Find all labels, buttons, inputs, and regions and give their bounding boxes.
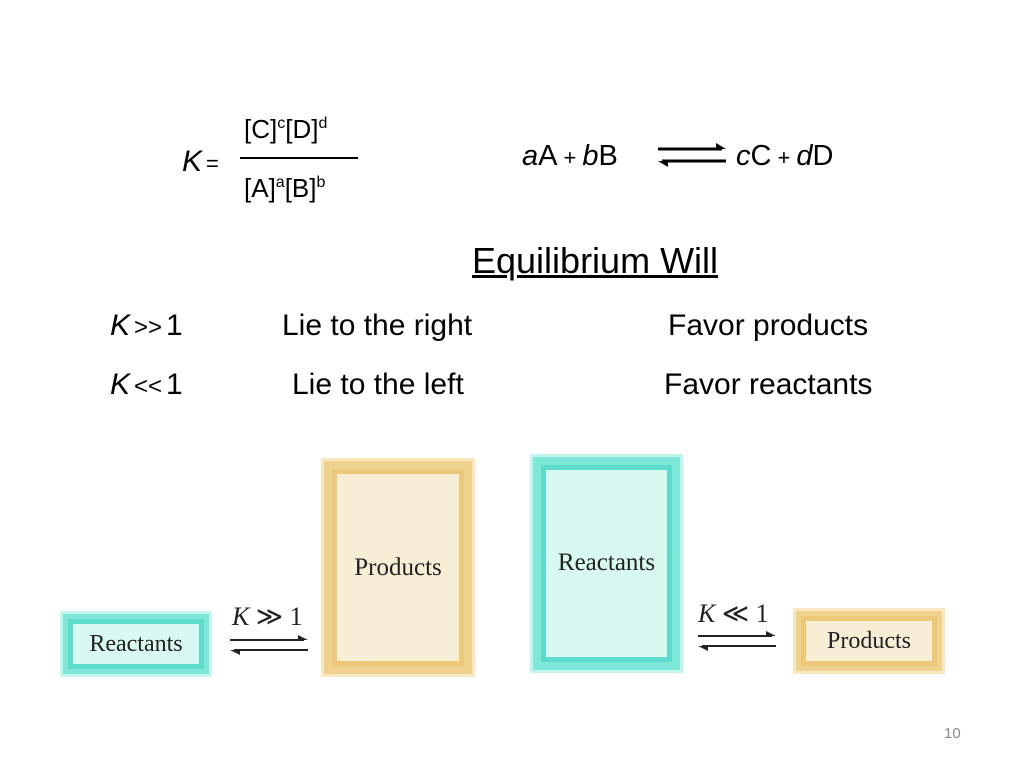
species-d: D: [812, 140, 834, 172]
coef-a: a: [522, 140, 539, 172]
conc-d: [D]: [285, 114, 319, 144]
k-symbol: K: [182, 145, 203, 178]
small-reactants-box: Reactants: [60, 611, 212, 677]
k-symbol: K: [110, 368, 131, 401]
species-a: A: [538, 140, 558, 172]
fraction-denominator: [A]a[B]b: [244, 172, 325, 204]
conc-a: [A]: [244, 173, 276, 203]
exp-c: c: [277, 115, 286, 132]
equilibrium-arrows-icon: [658, 143, 726, 167]
value-one: 1: [289, 602, 303, 631]
value-one: 1: [755, 599, 769, 628]
small-products-label: Products: [801, 616, 937, 666]
coef-d: d: [796, 140, 813, 172]
row-1-favor: Favor products: [668, 309, 869, 342]
small-products-box: Products: [793, 608, 945, 674]
species-c: C: [750, 140, 772, 172]
plus-sign: +: [777, 145, 791, 170]
plus-sign: +: [563, 145, 577, 170]
reaction-reactants: aA+bB: [522, 138, 618, 176]
row-1-lie: Lie to the right: [282, 309, 473, 342]
exp-d: d: [318, 115, 328, 132]
large-reactants-label: Reactants: [541, 465, 672, 662]
value-one: 1: [166, 309, 183, 342]
k-much-less-label: K ≪ 1: [698, 599, 769, 629]
k-symbol: K: [110, 309, 131, 342]
equilibrium-arrows-icon: [230, 635, 308, 655]
conc-b: [B]: [284, 173, 317, 203]
k-much-greater-label: K ≫ 1: [232, 602, 303, 632]
page-number: 10: [944, 725, 961, 742]
large-reactants-box: Reactants: [530, 454, 683, 673]
row-2-favor: Favor reactants: [664, 368, 873, 401]
row-1-condition: K>>1: [110, 308, 183, 346]
reaction-products: cC+dD: [736, 138, 833, 176]
exp-b: b: [316, 174, 326, 191]
coef-b: b: [582, 140, 599, 172]
comparison: <<: [134, 373, 163, 400]
k-expression-lhs: K=: [182, 144, 219, 182]
k-symbol: K: [698, 599, 716, 628]
fraction-numerator: [C]c[D]d: [244, 113, 327, 145]
k-symbol: K: [232, 602, 250, 631]
conc-c: [C]: [244, 114, 278, 144]
row-2-condition: K<<1: [110, 367, 183, 405]
large-products-box: Products: [321, 458, 475, 677]
relation: ≪: [721, 599, 750, 628]
comparison: >>: [134, 314, 163, 341]
coef-c: c: [736, 140, 751, 172]
species-b: B: [598, 140, 618, 172]
equilibrium-heading: Equilibrium Will: [472, 240, 719, 281]
fraction-bar: [240, 157, 358, 159]
value-one: 1: [166, 368, 183, 401]
row-2-lie: Lie to the left: [292, 368, 464, 401]
exp-a: a: [275, 174, 285, 191]
large-products-label: Products: [332, 469, 464, 666]
equilibrium-arrows-icon: [698, 631, 776, 651]
equals-sign: =: [206, 151, 219, 176]
small-reactants-label: Reactants: [68, 619, 204, 669]
relation: ≫: [255, 602, 284, 631]
